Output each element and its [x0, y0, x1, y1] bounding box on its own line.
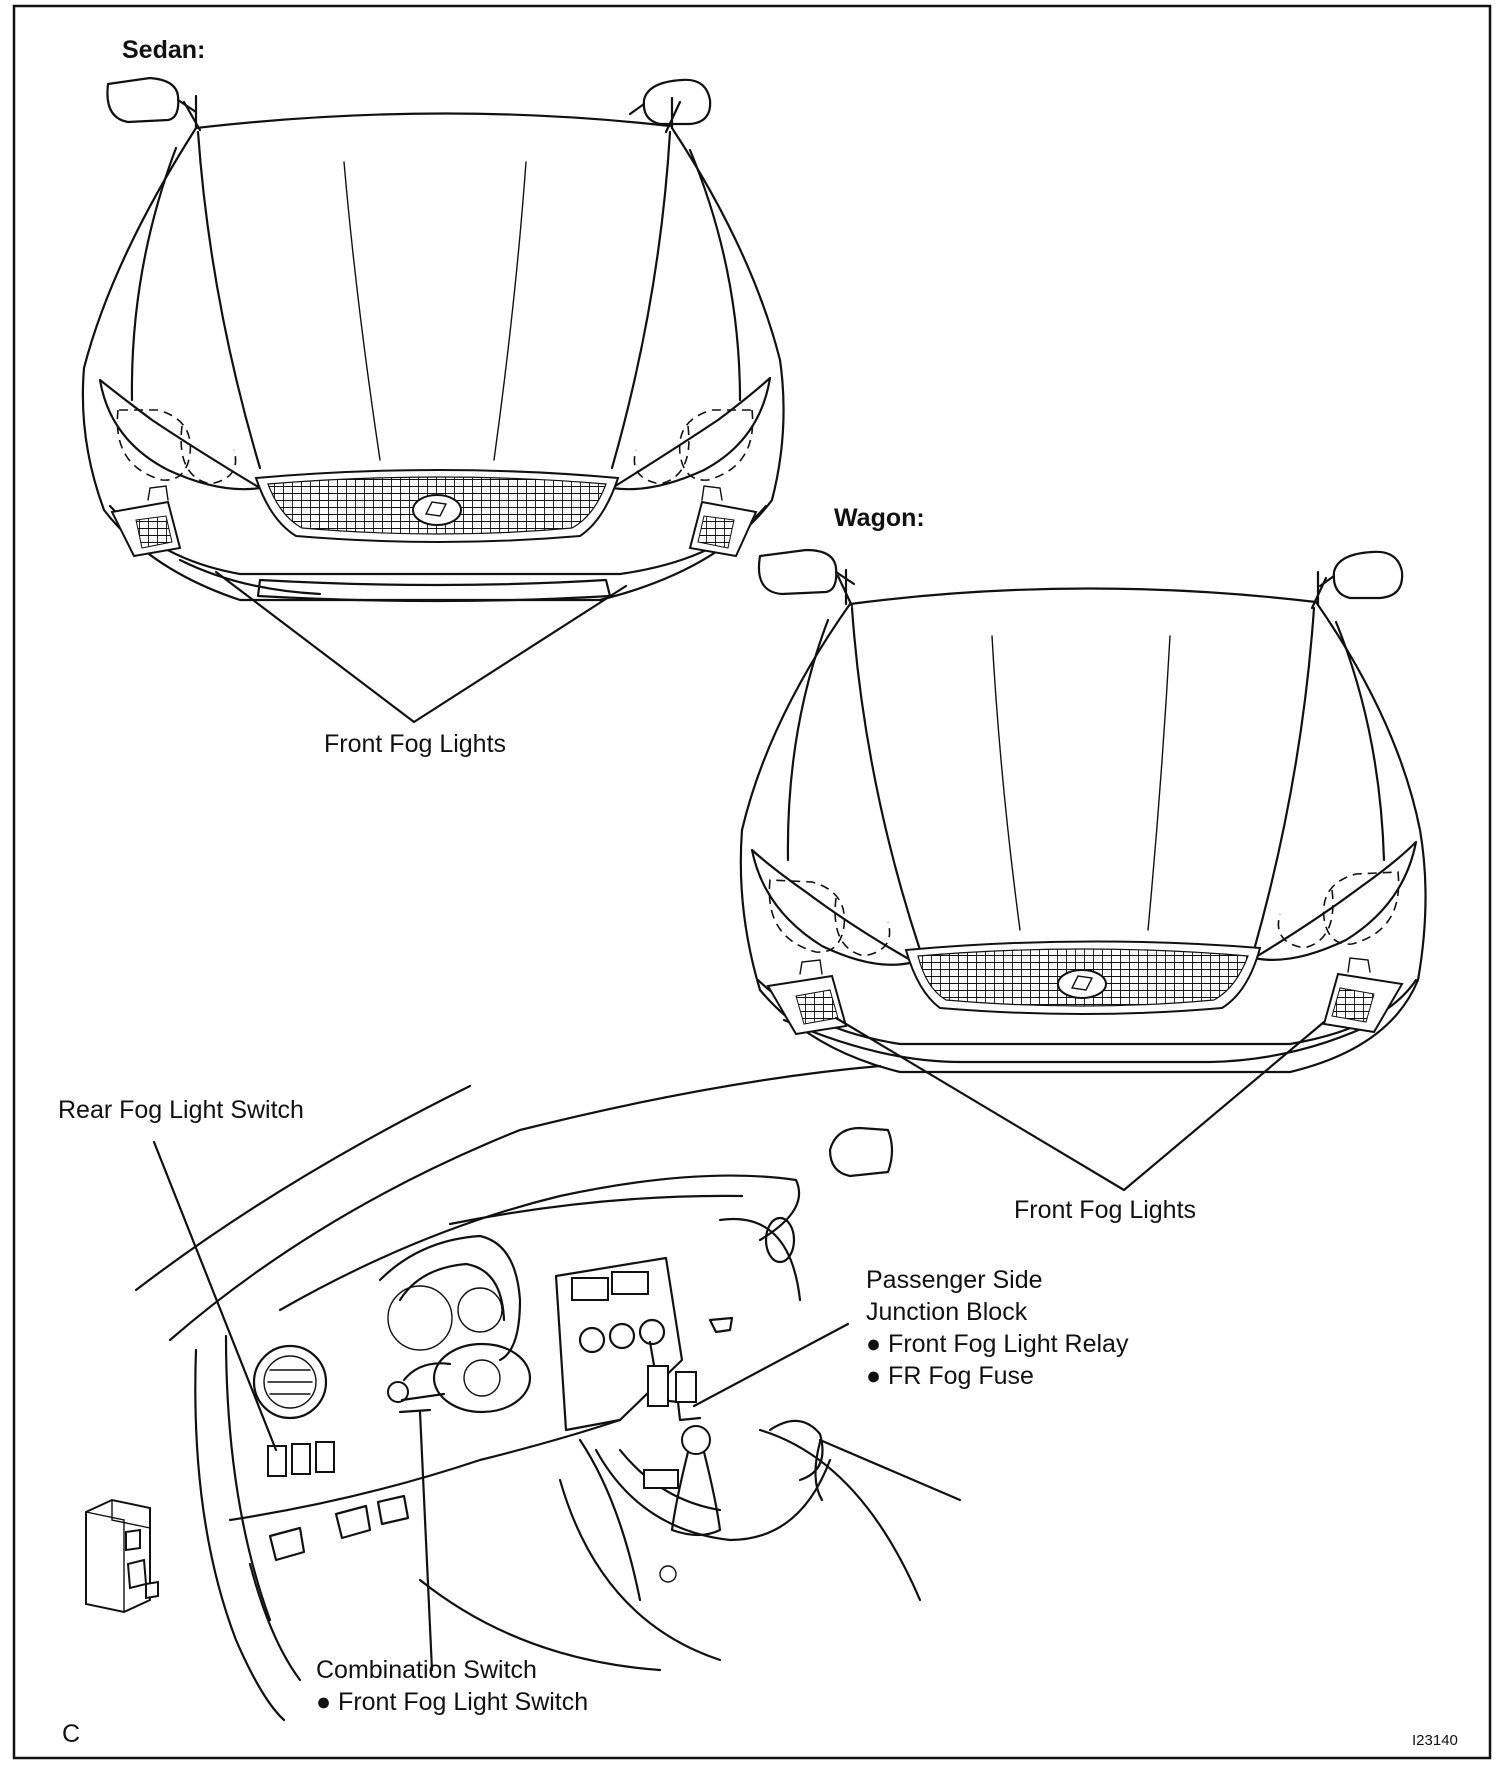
figure-code: I23140: [1412, 1732, 1458, 1749]
front-fog-light-switch-item: ● Front Fog Light Switch: [316, 1688, 589, 1716]
wagon-fog-lights-label: Front Fog Lights: [1014, 1196, 1197, 1224]
junction-block-line1: Passenger Side: [866, 1266, 1043, 1294]
wagon-fog-leader-line: [834, 1016, 1326, 1192]
rear-fog-light-switch-label: Rear Fog Light Switch: [58, 1096, 304, 1124]
front-fog-light-relay-item: ● Front Fog Light Relay: [866, 1330, 1129, 1358]
sedan-fog-lights-label: Front Fog Lights: [324, 730, 507, 758]
junction-block-label: Passenger Side Junction Block ● Front Fo…: [866, 1264, 1128, 1392]
junction-block-leader-line: [692, 1322, 850, 1408]
sedan-fog-leader-line: [214, 570, 628, 724]
fr-fog-fuse-item: ● FR Fog Fuse: [866, 1362, 1034, 1390]
rear-fog-switch-leader-line: [152, 1140, 278, 1452]
junction-block-line2: Junction Block: [866, 1298, 1028, 1326]
sedan-heading: Sedan:: [122, 36, 206, 64]
combination-switch-leader-line: [418, 1410, 434, 1672]
combination-switch-line1: Combination Switch: [316, 1656, 537, 1684]
wagon-heading: Wagon:: [834, 504, 925, 532]
sedan-car-illustration: [81, 76, 785, 603]
corner-letter: C: [62, 1720, 81, 1748]
combination-switch-label: Combination Switch ● Front Fog Light Swi…: [316, 1654, 588, 1718]
figure-frame: [12, 4, 1492, 1760]
wagon-car-illustration: [739, 548, 1427, 1074]
junction-block-icon: [85, 1498, 159, 1614]
interior-dashboard-illustration: [134, 1064, 962, 1722]
